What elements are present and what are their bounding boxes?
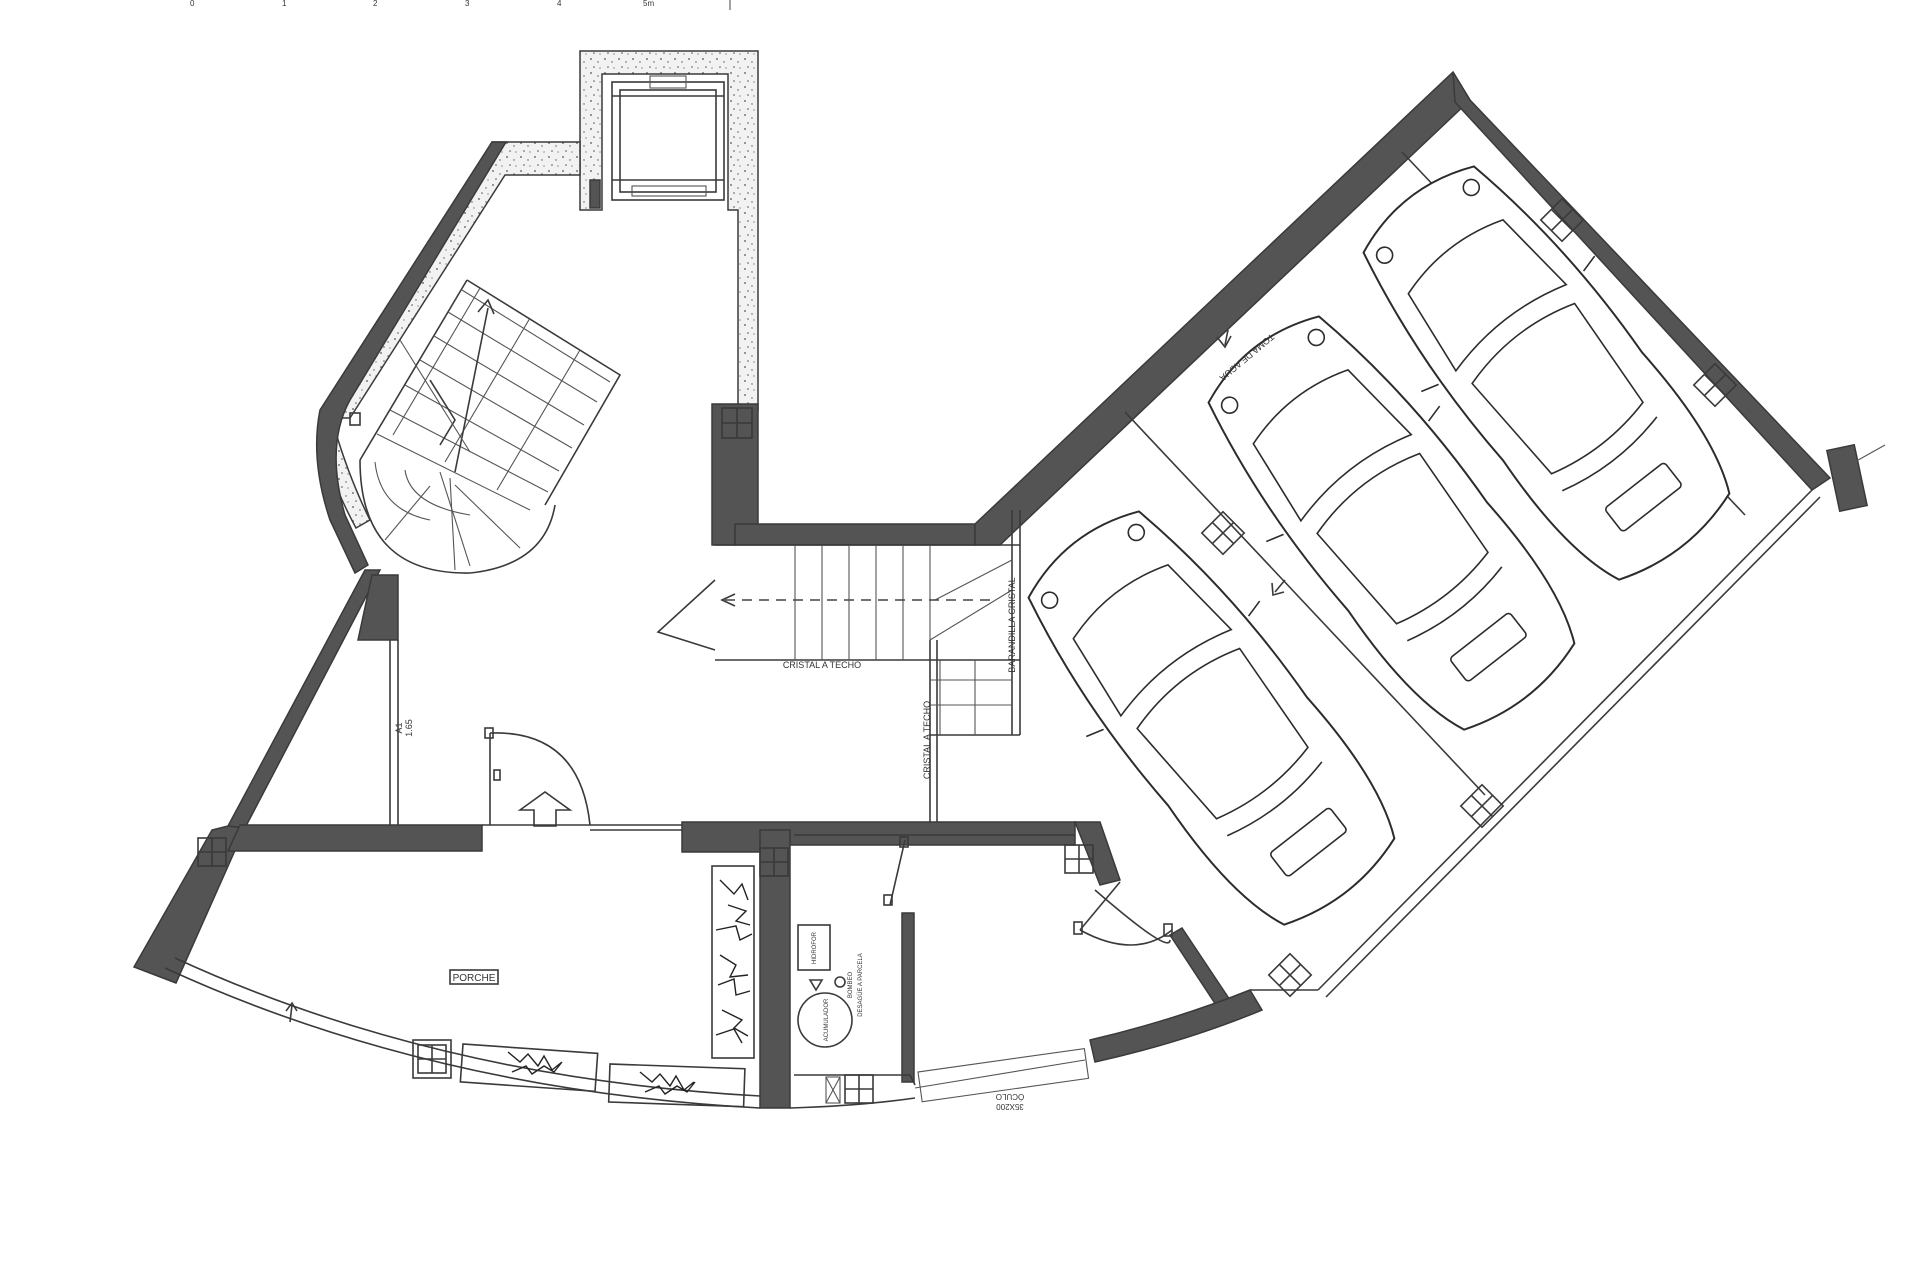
dimension-a1: A1 <box>394 722 404 733</box>
scale-bar: 0 1 2 3 4 5m <box>190 0 731 10</box>
scale-tick-4: 4 <box>557 0 562 8</box>
scale-tick-3: 3 <box>465 0 470 8</box>
scale-tick-0: 0 <box>190 0 195 8</box>
window-name: ÓCULO <box>996 1092 1024 1101</box>
accumulator-label: ACUMULADOR <box>824 998 830 1041</box>
entry <box>484 727 591 827</box>
scale-tick-2: 2 <box>373 0 378 8</box>
garage-pier-right <box>1825 443 1869 513</box>
glass-ceiling-label-2: CRISTAL A TECHO <box>922 701 932 779</box>
glass-railing-label: BARANDILLA CRISTAL <box>1007 577 1017 672</box>
columns <box>197 197 1738 1104</box>
planters <box>459 865 755 1108</box>
hydro-label: HIDROFOR <box>812 931 818 964</box>
drain-label-2: DESAGÜE A PARCELA <box>857 953 864 1017</box>
walls <box>132 50 1832 1109</box>
car <box>1362 165 1731 581</box>
stair-curved-wall <box>315 141 508 575</box>
window-dimension: 35X200 <box>996 1102 1024 1111</box>
car <box>1027 510 1396 926</box>
porch-arrow-icon <box>285 1001 298 1023</box>
main-stair <box>349 279 622 574</box>
scale-tick-1: 1 <box>282 0 287 8</box>
utility-door <box>1073 881 1173 946</box>
utility-equipment <box>797 924 853 1048</box>
drain-label-1: BOMBEO <box>848 972 854 999</box>
center-stair <box>656 510 1021 736</box>
up-arrow-icon <box>517 791 573 827</box>
garage-arrows <box>1216 329 1286 597</box>
glass-ceiling-label: CRISTAL A TECHO <box>783 660 861 670</box>
scale-tick-5m: 5m <box>643 0 654 8</box>
car <box>1207 315 1576 731</box>
elevator <box>589 75 725 209</box>
elevator-shaft-wall <box>579 50 759 411</box>
dimension-a1-value: 1.65 <box>404 719 414 737</box>
porch-label: PORCHE <box>453 973 496 984</box>
plant-icon <box>507 879 753 1095</box>
